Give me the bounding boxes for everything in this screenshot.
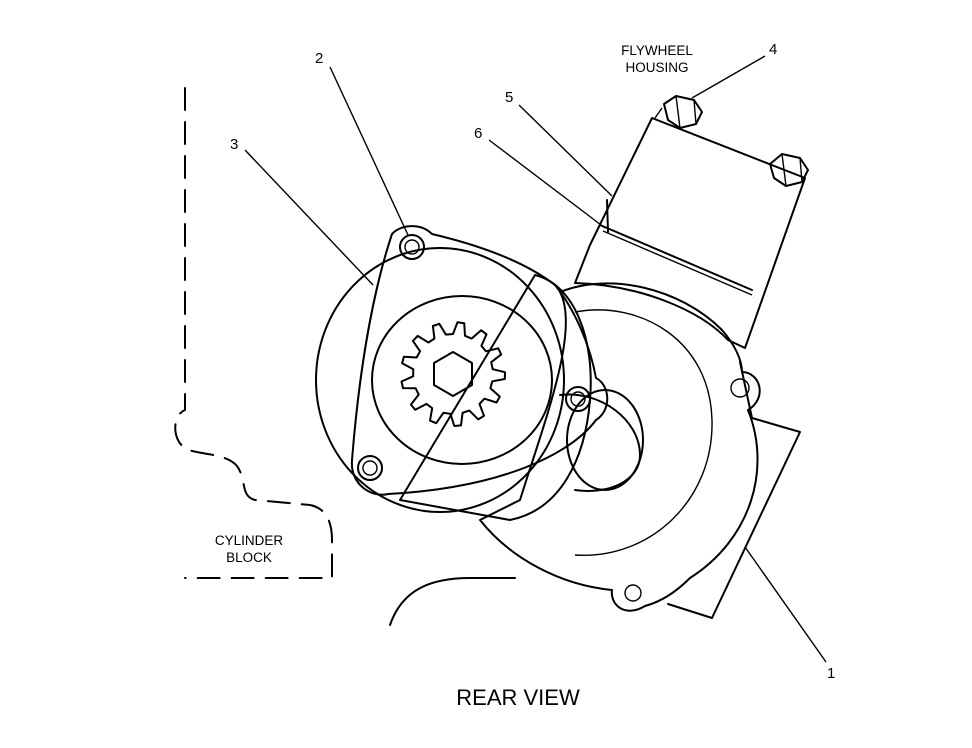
hex-shaft xyxy=(433,351,473,397)
callout-6: 6 xyxy=(474,125,482,142)
mounting-face xyxy=(371,295,553,465)
cylinder-block-label-line1: CYLINDER xyxy=(215,533,284,548)
flywheel-housing-label-line1: FLYWHEEL xyxy=(621,43,693,58)
cylinder-block-label-line2: BLOCK xyxy=(226,550,272,565)
callout-3: 3 xyxy=(230,136,238,153)
gasket xyxy=(350,225,609,496)
callout-5: 5 xyxy=(505,89,513,106)
solenoid-housing xyxy=(574,107,806,349)
flywheel-bolt-1 xyxy=(663,95,703,129)
engine-lower-contour xyxy=(389,577,516,626)
gasket-bolt-hole-top xyxy=(399,234,425,260)
flywheel-housing-label-line2: HOUSING xyxy=(625,60,688,75)
leader-2 xyxy=(329,66,409,236)
leader-6 xyxy=(488,139,606,229)
starter-motor-body xyxy=(667,361,801,619)
leader-4 xyxy=(691,55,766,99)
cylinder-block-outline xyxy=(174,87,333,579)
gasket-bolt-hole-bottom xyxy=(357,455,383,481)
pinion-gear xyxy=(400,321,506,427)
mounting-flange xyxy=(479,282,761,612)
leader-lines xyxy=(244,55,827,663)
callout-1: 1 xyxy=(827,665,835,682)
leader-5 xyxy=(518,104,613,197)
flywheel-bolt-2 xyxy=(769,153,809,187)
leader-3 xyxy=(244,149,374,286)
callout-2: 2 xyxy=(315,50,323,67)
callout-4: 4 xyxy=(769,41,777,58)
gasket-bolt-hole-right xyxy=(565,386,591,412)
diagram-caption: REAR VIEW xyxy=(456,685,580,710)
leader-1 xyxy=(744,546,827,663)
